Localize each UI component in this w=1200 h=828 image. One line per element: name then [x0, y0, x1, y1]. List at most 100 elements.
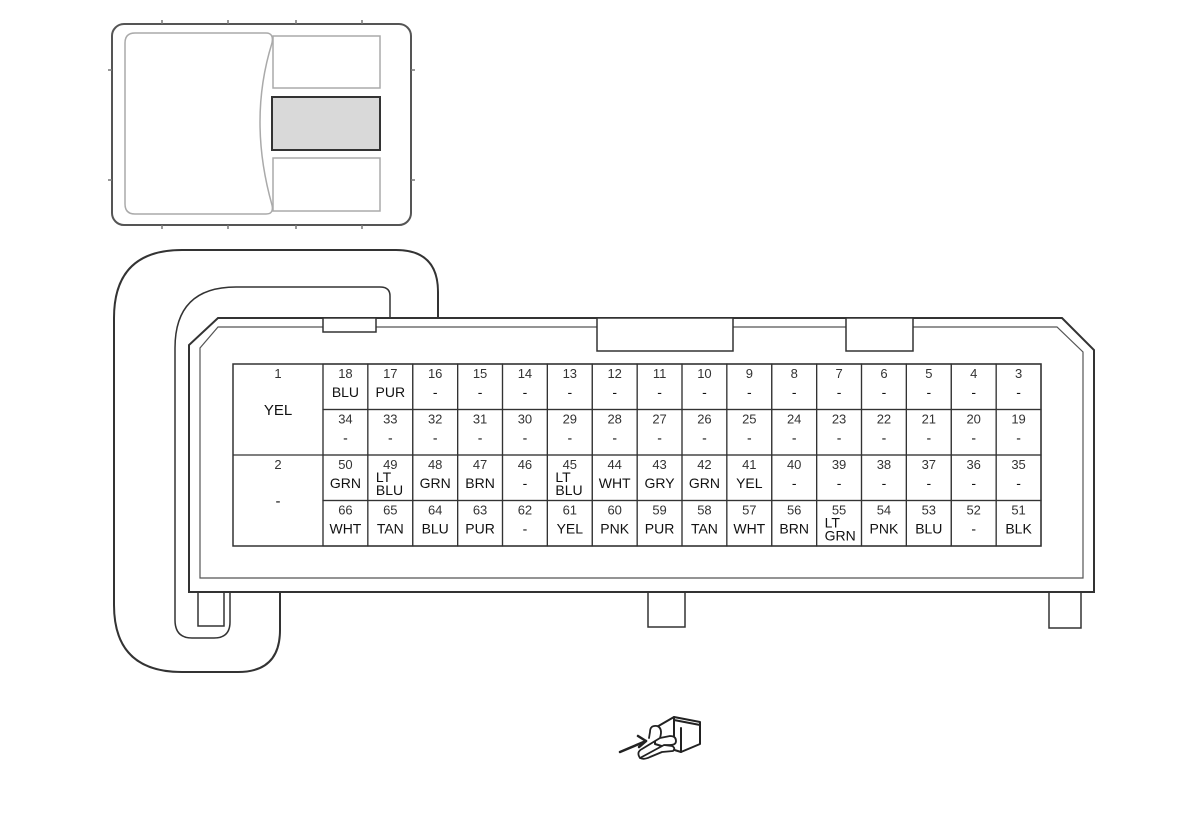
- pin-color-53: BLU: [915, 521, 942, 537]
- pin-number-24: 24: [787, 412, 801, 427]
- pin-number-53: 53: [922, 503, 936, 518]
- locator-slot-top: [272, 35, 381, 89]
- pin-color-14: -: [523, 384, 528, 400]
- pin-number-4: 4: [970, 366, 977, 381]
- pin-number-29: 29: [563, 412, 577, 427]
- pin-number-44: 44: [607, 457, 621, 472]
- pin-number-25: 25: [742, 412, 756, 427]
- pin-number-15: 15: [473, 366, 487, 381]
- pin-grid: 1 YEL 2 - 18BLU17PUR16-15-14-13-12-11-10…: [232, 363, 1042, 547]
- pin-color-47: BRN: [465, 475, 495, 491]
- pin-number-6: 6: [880, 366, 887, 381]
- pin-color-28: -: [612, 430, 617, 446]
- pin-number-49: 49: [383, 457, 397, 472]
- pin-number-5: 5: [925, 366, 932, 381]
- pin-number-46: 46: [518, 457, 532, 472]
- pin-number-34: 34: [338, 412, 352, 427]
- pin-number-47: 47: [473, 457, 487, 472]
- pin-number-48: 48: [428, 457, 442, 472]
- pin-number-36: 36: [966, 457, 980, 472]
- pin-number-39: 39: [832, 457, 846, 472]
- pin-number-16: 16: [428, 366, 442, 381]
- component-locator: [108, 20, 415, 229]
- pin-number-61: 61: [563, 503, 577, 518]
- pin-color-58: TAN: [691, 521, 718, 537]
- pin-number-66: 66: [338, 503, 352, 518]
- housing-key-left: [322, 317, 377, 333]
- pin-color-44: WHT: [599, 475, 631, 491]
- pin-color-24: -: [792, 430, 797, 446]
- pin-number-1: 1: [274, 366, 281, 381]
- pin-color-8: -: [792, 384, 797, 400]
- pin-number-58: 58: [697, 503, 711, 518]
- pin-color-29: -: [567, 430, 572, 446]
- pin-color-21: -: [926, 430, 931, 446]
- pin-color-45-line-2: BLU: [555, 482, 582, 498]
- pin-color-39: -: [837, 475, 842, 491]
- pin-color-12: -: [612, 384, 617, 400]
- pin-number-40: 40: [787, 457, 801, 472]
- pin-color-34: -: [343, 430, 348, 446]
- pin-color-57: WHT: [733, 521, 765, 537]
- pin-number-12: 12: [607, 366, 621, 381]
- pin-number-13: 13: [563, 366, 577, 381]
- pin-number-20: 20: [966, 412, 980, 427]
- pin-number-19: 19: [1011, 412, 1025, 427]
- pin-color-31: -: [478, 430, 483, 446]
- pin-color-3: -: [1016, 384, 1021, 400]
- pin-color-40: -: [792, 475, 797, 491]
- pin-number-28: 28: [607, 412, 621, 427]
- pin-color-45-line-1: LT: [555, 469, 571, 485]
- pin-number-37: 37: [922, 457, 936, 472]
- pin-color-6: -: [882, 384, 887, 400]
- pin-number-62: 62: [518, 503, 532, 518]
- pin-color-42: GRN: [689, 475, 720, 491]
- pin-color-49-line-1: LT: [376, 469, 392, 485]
- pin-number-26: 26: [697, 412, 711, 427]
- pin-color-50: GRN: [330, 475, 361, 491]
- pin-color-30: -: [523, 430, 528, 446]
- pin-number-23: 23: [832, 412, 846, 427]
- pin-number-42: 42: [697, 457, 711, 472]
- pin-number-54: 54: [877, 503, 891, 518]
- pin-number-63: 63: [473, 503, 487, 518]
- pin-color-10: -: [702, 384, 707, 400]
- pin-color-46: -: [523, 475, 528, 491]
- pin-number-41: 41: [742, 457, 756, 472]
- pin-color-18: BLU: [332, 384, 359, 400]
- housing-key-right: [845, 317, 914, 352]
- housing-arm-inner: [174, 286, 391, 639]
- pin-color-37: -: [926, 475, 931, 491]
- housing-arm-latch: [197, 592, 225, 627]
- pin-color-23: -: [837, 430, 842, 446]
- pin-color-25: -: [747, 430, 752, 446]
- hand-pointing-connector-icon: [618, 716, 701, 760]
- pin-color-64: BLU: [422, 521, 449, 537]
- pin-number-14: 14: [518, 366, 532, 381]
- pin-number-2: 2: [274, 457, 281, 472]
- locator-slot-bottom: [272, 157, 381, 212]
- pin-number-65: 65: [383, 503, 397, 518]
- housing-key-middle: [596, 317, 734, 352]
- pin-number-45: 45: [563, 457, 577, 472]
- pin-color-60: PNK: [600, 521, 629, 537]
- pin-color-49-line-2: BLU: [376, 482, 403, 498]
- pin-color-27: -: [657, 430, 662, 446]
- pin-color-36: -: [971, 475, 976, 491]
- pin-color-33: -: [388, 430, 393, 446]
- pin-number-51: 51: [1011, 503, 1025, 518]
- locator-outer: [111, 23, 412, 226]
- housing-tab-bottom-middle: [647, 592, 686, 628]
- pin-cell-51: [995, 499, 1042, 547]
- pin-color-54: PNK: [870, 521, 899, 537]
- pin-number-43: 43: [652, 457, 666, 472]
- pin-number-55: 55: [832, 503, 846, 518]
- pin-color-7: -: [837, 384, 842, 400]
- pin-color-32: -: [433, 430, 438, 446]
- pin-color-63: PUR: [465, 521, 495, 537]
- pin-number-52: 52: [966, 503, 980, 518]
- pin-color-16: -: [433, 384, 438, 400]
- pin-color-20: -: [971, 430, 976, 446]
- pin-number-60: 60: [607, 503, 621, 518]
- pin-number-64: 64: [428, 503, 442, 518]
